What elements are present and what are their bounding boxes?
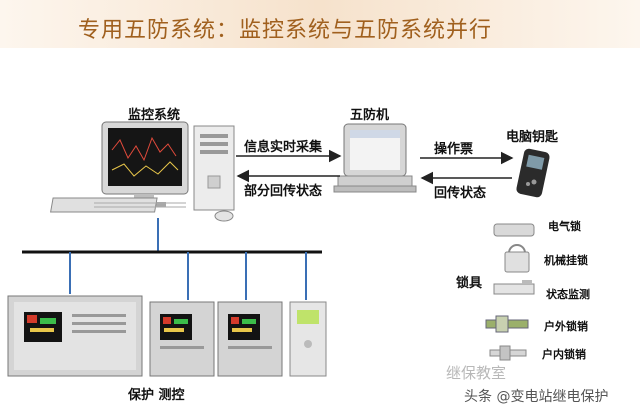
node-computer-key: 电脑钥匙 xyxy=(506,130,559,145)
node-wufang-machine: 五防机 xyxy=(350,108,390,123)
title-bar: 专用五防系统：监控系统与五防系统并行 xyxy=(0,0,640,48)
status-monitor-icon xyxy=(493,280,535,295)
control-device-icon xyxy=(149,301,215,377)
control-device-icon xyxy=(217,301,283,377)
watermark-faint: 继保教室 xyxy=(446,364,507,382)
edge-label-return-status: 回传状态 xyxy=(434,186,487,201)
node-locks: 锁具 xyxy=(456,276,483,291)
wufang-machine-icon xyxy=(333,123,417,193)
watermark-text: 头条 @变电站继电保护 xyxy=(464,389,609,405)
page-title: 专用五防系统：监控系统与五防系统并行 xyxy=(78,18,493,43)
node-protection-control: 保护 测控 xyxy=(128,388,185,403)
measurement-device-icon xyxy=(289,301,327,377)
mechanical-padlock-icon xyxy=(504,244,530,273)
outdoor-lock-pin-icon xyxy=(485,315,529,333)
lock-label: 户内锁销 xyxy=(542,348,586,361)
node-monitoring-system: 监控系统 xyxy=(128,108,181,123)
electric-lock-icon xyxy=(493,223,535,237)
lock-label: 电气锁 xyxy=(548,220,581,233)
computer-key-icon xyxy=(516,148,550,198)
protection-device-icon xyxy=(7,295,143,377)
lock-label: 户外锁销 xyxy=(544,320,588,333)
edge-label-operation-ticket: 操作票 xyxy=(434,142,474,157)
lock-label: 机械挂锁 xyxy=(544,254,588,267)
edge-label-partial-return: 部分回传状态 xyxy=(244,184,323,199)
lock-label: 状态监测 xyxy=(546,288,590,301)
indoor-lock-pin-icon xyxy=(489,345,527,361)
edge-label-realtime-collect: 信息实时采集 xyxy=(244,140,323,155)
monitoring-computer-icon xyxy=(50,121,235,222)
